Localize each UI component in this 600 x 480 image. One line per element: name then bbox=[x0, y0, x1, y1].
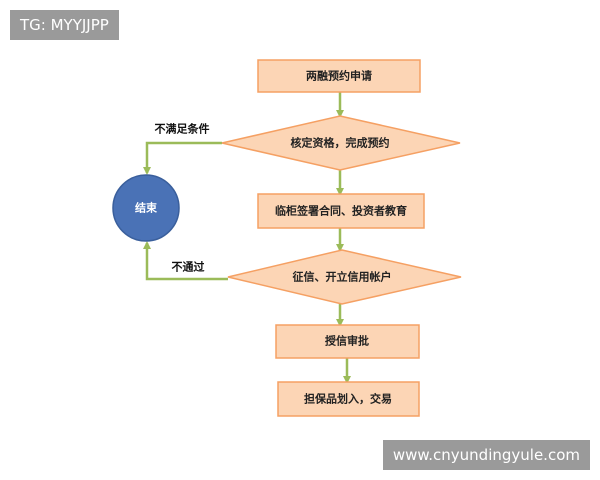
edge-credit-to-end bbox=[143, 241, 228, 281]
edge-label-not-passed: 不通过 bbox=[172, 260, 205, 274]
node-approve-box bbox=[275, 324, 420, 359]
node-sign-label: 临柜签署合同、投资者教育 bbox=[275, 204, 407, 218]
node-verify-label: 核定资格，完成预约 bbox=[291, 136, 390, 150]
node-credit-label: 征信、开立信用帐户 bbox=[293, 270, 392, 284]
node-approve: 授信审批 bbox=[275, 324, 420, 359]
watermark-top-left: TG: MYYJJPP bbox=[10, 10, 119, 40]
node-sign: 临柜签署合同、投资者教育 bbox=[257, 193, 425, 229]
node-verify: 核定资格，完成预约 bbox=[221, 115, 461, 171]
node-credit: 征信、开立信用帐户 bbox=[227, 249, 462, 305]
node-end-circle bbox=[112, 174, 180, 242]
node-apply-box bbox=[257, 59, 421, 93]
node-collateral: 担保品划入，交易 bbox=[277, 381, 420, 417]
node-sign-box bbox=[257, 193, 425, 229]
edges-layer bbox=[143, 92, 351, 384]
node-approve-label: 授信审批 bbox=[325, 334, 369, 348]
edge-verify-to-end bbox=[143, 141, 222, 175]
node-end: 结束 bbox=[112, 174, 180, 242]
node-credit-diamond bbox=[227, 249, 462, 305]
node-verify-diamond bbox=[221, 115, 461, 171]
watermark-bottom-right: www.cnyundingyule.com bbox=[382, 440, 590, 470]
edge-label-not-qualified: 不满足条件 bbox=[155, 122, 210, 136]
node-end-label: 结束 bbox=[134, 201, 158, 215]
node-collateral-box bbox=[277, 381, 420, 417]
node-apply: 两融预约申请 bbox=[257, 59, 421, 93]
node-collateral-label: 担保品划入，交易 bbox=[304, 392, 392, 406]
node-apply-label: 两融预约申请 bbox=[306, 69, 372, 83]
